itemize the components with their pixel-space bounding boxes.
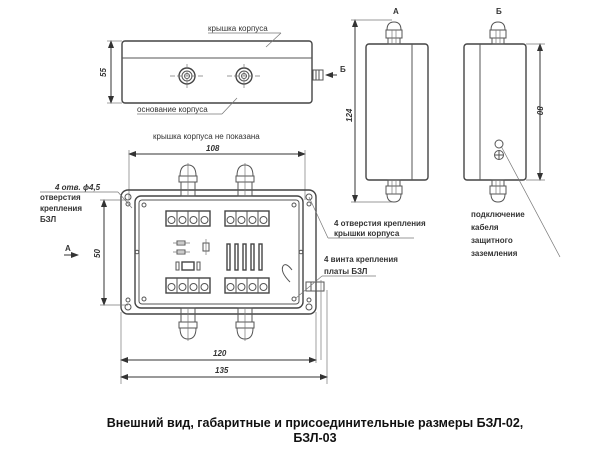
terminal-block-bottom-right [224,277,270,294]
label-holes: 4 отв. ϕ4,5 [54,183,101,192]
figure-caption: Внешний вид, габаритные и присоединитель… [30,416,600,446]
label-mount-3: БЗЛ [40,215,56,224]
label-mount-2: крепления [40,204,82,213]
ground-screw-icon [494,139,504,149]
plan-bottom-gland-1 [178,307,198,341]
plan-bottom-gland-2 [235,307,255,341]
plan-body-outer [120,189,317,315]
plan-view: крышка корпуса не показана 108 [40,132,426,384]
label-cover: крышка корпуса [208,24,268,33]
label-ground-2: кабеля [471,223,499,232]
dim-135-label: 135 [215,366,229,375]
view-a-arrow-label: А [65,244,71,253]
label-ground-1: подключение [471,210,525,219]
side-gland [312,69,324,81]
pcb-board [138,199,300,305]
dim-55-label: 55 [99,68,108,77]
side-b-bottom-gland [489,179,507,203]
side-b-top-gland [489,21,507,45]
dim-108-label: 108 [206,144,220,153]
side-a-body [365,43,429,181]
pcb-screws [134,202,304,302]
plan-side-gland [305,280,325,360]
top-view: Б 55 крышка корпуса основание корпуса [99,24,346,115]
side-a-top-gland [385,21,403,45]
caption-line-1: Внешний вид, габаритные и присоединитель… [106,416,524,430]
corner-lugs [124,193,313,311]
side-view-b: Б 80 подключение кабеля защит [463,7,561,258]
dim-120-label: 120 [213,349,227,358]
dim-124-label: 124 [345,108,354,122]
label-screws-1: 4 винта крепления [324,255,398,264]
label-mount-1: отверстия [40,193,81,202]
top-connector-1 [170,64,204,88]
caption-line-2: БЗЛ-03 [293,431,337,445]
side-b-body [463,43,527,181]
note-cover-hidden: крышка корпуса не показана [153,132,260,141]
top-connector-2 [227,64,261,88]
terminal-block-bottom-left [165,277,211,294]
pcb-components [173,239,293,283]
top-view-body [121,40,313,104]
label-cover-holes-1: 4 отверстия крепления [334,219,426,228]
view-b-arrow-label: Б [340,65,346,74]
label-ground-4: заземления [471,249,518,258]
ground-symbol-icon [494,150,504,160]
plan-top-gland-2 [235,163,255,197]
label-base: основание корпуса [137,105,208,114]
view-a-label: А [393,7,399,16]
terminal-block-top-left [165,210,211,227]
label-cover-holes-2: крышки корпуса [334,229,400,238]
dim-80-label: 80 [535,106,544,115]
dim-50-label: 50 [93,249,102,258]
side-a-bottom-gland [385,179,403,203]
plan-top-gland-1 [178,163,198,197]
side-view-a: А 124 [345,7,429,203]
plan-body-inner [134,195,304,309]
label-ground-3: защитного [471,236,513,245]
label-screws-2: платы БЗЛ [324,267,368,276]
view-b-label: Б [496,7,502,16]
terminal-block-top-right [224,210,270,227]
